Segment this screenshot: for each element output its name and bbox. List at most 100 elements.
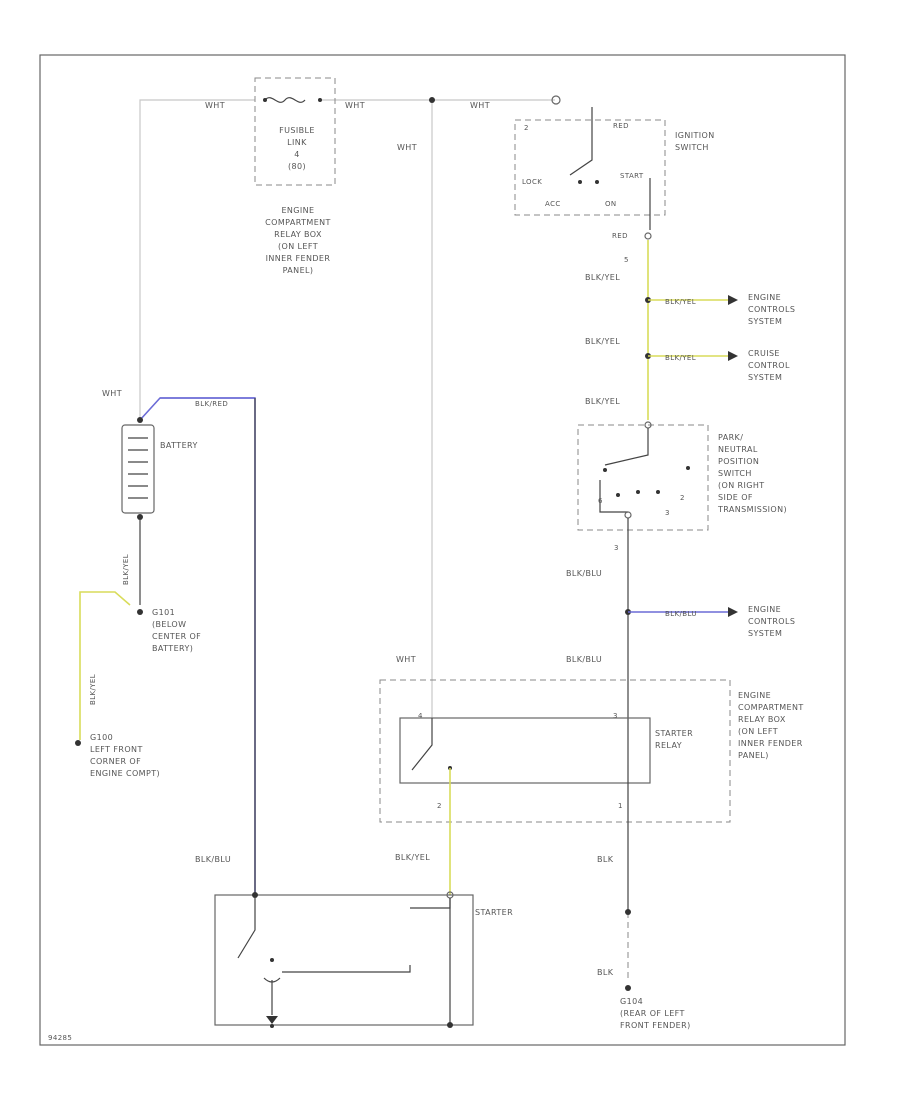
relay-box-top-line-2: COMPARTMENT <box>265 218 331 227</box>
g104-line-3: FRONT FENDER) <box>620 1021 691 1030</box>
g101-line-1: G101 <box>152 608 175 617</box>
g101-line-3: CENTER OF <box>152 632 201 641</box>
pn-switch-contact <box>604 428 649 466</box>
relay-box-top-line-4: (ON LEFT <box>278 242 318 251</box>
wire-label-blk-yel-3: BLK/YEL <box>585 337 620 346</box>
pn-switch-line-3: POSITION <box>718 457 759 466</box>
pn-pin-label-2: 2 <box>680 494 685 502</box>
motor-icon <box>266 1016 278 1024</box>
battery-label: BATTERY <box>160 441 198 450</box>
wire-label-blk-blu-3: BLK/BLU <box>566 655 602 664</box>
fuse-terminal <box>318 98 322 102</box>
wire-label-blk-blu-1: BLK/BLU <box>566 569 602 578</box>
engine-controls-1-line-3: SYSTEM <box>748 317 782 326</box>
starter-box <box>214 894 474 1026</box>
wire-label-wht-relay: WHT <box>396 655 416 664</box>
relay-pin-3: 3 <box>613 712 618 720</box>
g101-line-2: (BELOW <box>152 620 186 629</box>
pn-pin-label-3: 3 <box>665 509 670 517</box>
ignition-start-label: START <box>620 172 644 180</box>
relay-box-bottom-outline <box>379 679 731 823</box>
wire-label-blk-1: BLK <box>597 855 614 864</box>
wire-label-blk-red: BLK/RED <box>195 400 228 408</box>
wire-label-grn-blk-2: BLK/YEL <box>89 674 97 705</box>
battery-icon <box>121 424 155 514</box>
splice-dot <box>429 97 435 103</box>
ignition-red-pin-label: RED <box>613 122 629 130</box>
wire-label-wht-2: WHT <box>345 101 365 110</box>
ground-g104 <box>625 985 631 991</box>
wire-label-blk-yel-2: BLK/YEL <box>665 298 696 306</box>
wire-label-blk-yel-1: BLK/YEL <box>585 273 620 282</box>
fuse-terminal <box>263 98 267 102</box>
relay-box-bottom-line-6: PANEL) <box>738 751 769 760</box>
ignition-on-label: ON <box>605 200 617 208</box>
relay-box-top-line-1: ENGINE <box>281 206 314 215</box>
fusible-link-label-2: LINK <box>287 138 307 147</box>
g100-line-4: ENGINE COMPT) <box>90 769 160 778</box>
wire-label-grn-blk-1: BLK/YEL <box>122 554 130 585</box>
switch-pos-on <box>595 180 599 184</box>
ignition-switch-box <box>514 119 666 216</box>
relay-box-bottom-line-5: INNER FENDER <box>738 739 803 748</box>
engine-controls-2-line-2: CONTROLS <box>748 617 795 626</box>
diagram-code: 94285 <box>48 1034 72 1042</box>
relay-box-top-line-3: RELAY BOX <box>274 230 322 239</box>
ignition-connector <box>551 95 561 105</box>
relay-box-bottom-line-4: (ON LEFT <box>738 727 778 736</box>
wire-label-blk-2: BLK <box>597 968 614 977</box>
g104-line-1: G104 <box>620 997 643 1006</box>
diagram-frame <box>39 54 846 1046</box>
starter-ground-point <box>447 1022 453 1028</box>
ignition-switch-label-1: IGNITION <box>675 131 715 140</box>
arrow-icon <box>728 607 738 617</box>
ignition-output-connector <box>644 232 652 240</box>
relay-pin-2: 2 <box>437 802 442 810</box>
relay-pin-1: 1 <box>618 802 623 810</box>
starter-relay-line-2: RELAY <box>655 741 682 750</box>
wire-label-wht-battery: WHT <box>102 389 122 398</box>
wire-label-blk-yel-starter: BLK/YEL <box>395 853 430 862</box>
pn-switch-line-7: TRANSMISSION) <box>717 505 787 514</box>
fusible-link-label-1: FUSIBLE <box>279 126 315 135</box>
battery-cells <box>128 437 148 499</box>
splice-dot <box>625 909 631 915</box>
wire-label-blk-blu-starter: BLK/BLU <box>195 855 231 864</box>
wire-label-blk-yel-4: BLK/YEL <box>665 354 696 362</box>
pn-switch-line-6: SIDE OF <box>718 493 753 502</box>
battery-negative-terminal <box>137 514 143 520</box>
pn-contact <box>616 493 620 497</box>
starter-plunger-link <box>282 965 411 973</box>
pn-contact <box>686 466 690 470</box>
pin-label-3: 3 <box>614 544 619 552</box>
pn-contact <box>636 490 640 494</box>
battery-positive-terminal <box>137 417 143 423</box>
ignition-acc-label: ACC <box>545 200 561 208</box>
pn-contact <box>656 490 660 494</box>
pn-output-connector <box>624 511 632 519</box>
ground-strap-g101-to-g100 <box>79 591 131 740</box>
wire-label-wht-1: WHT <box>205 101 225 110</box>
wht-wire-battery-to-fusible-link <box>139 99 255 420</box>
cruise-control-line-1: CRUISE <box>748 349 780 358</box>
relay-box-bottom-line-3: RELAY BOX <box>738 715 786 724</box>
starter-relay-line-1: STARTER <box>655 729 693 738</box>
ignition-switch-contact <box>569 107 593 176</box>
arrow-icon <box>728 351 738 361</box>
wire-label-wht-3: WHT <box>470 101 490 110</box>
ground-g101 <box>137 609 143 615</box>
fuse-symbol <box>264 97 306 103</box>
wire-label-blk-blu-2: BLK/BLU <box>665 610 697 618</box>
starter-contact-point <box>270 958 274 962</box>
cruise-control-line-2: CONTROL <box>748 361 790 370</box>
engine-controls-1-line-1: ENGINE <box>748 293 781 302</box>
motor-ground-point <box>270 1024 274 1028</box>
relay-box-top-line-6: PANEL) <box>283 266 314 275</box>
pin-label-5: 5 <box>624 256 629 264</box>
engine-controls-2-line-3: SYSTEM <box>748 629 782 638</box>
switch-pos-acc <box>578 180 582 184</box>
cruise-control-line-3: SYSTEM <box>748 373 782 382</box>
g100-line-3: CORNER OF <box>90 757 141 766</box>
relay-pin-4: 4 <box>418 712 423 720</box>
